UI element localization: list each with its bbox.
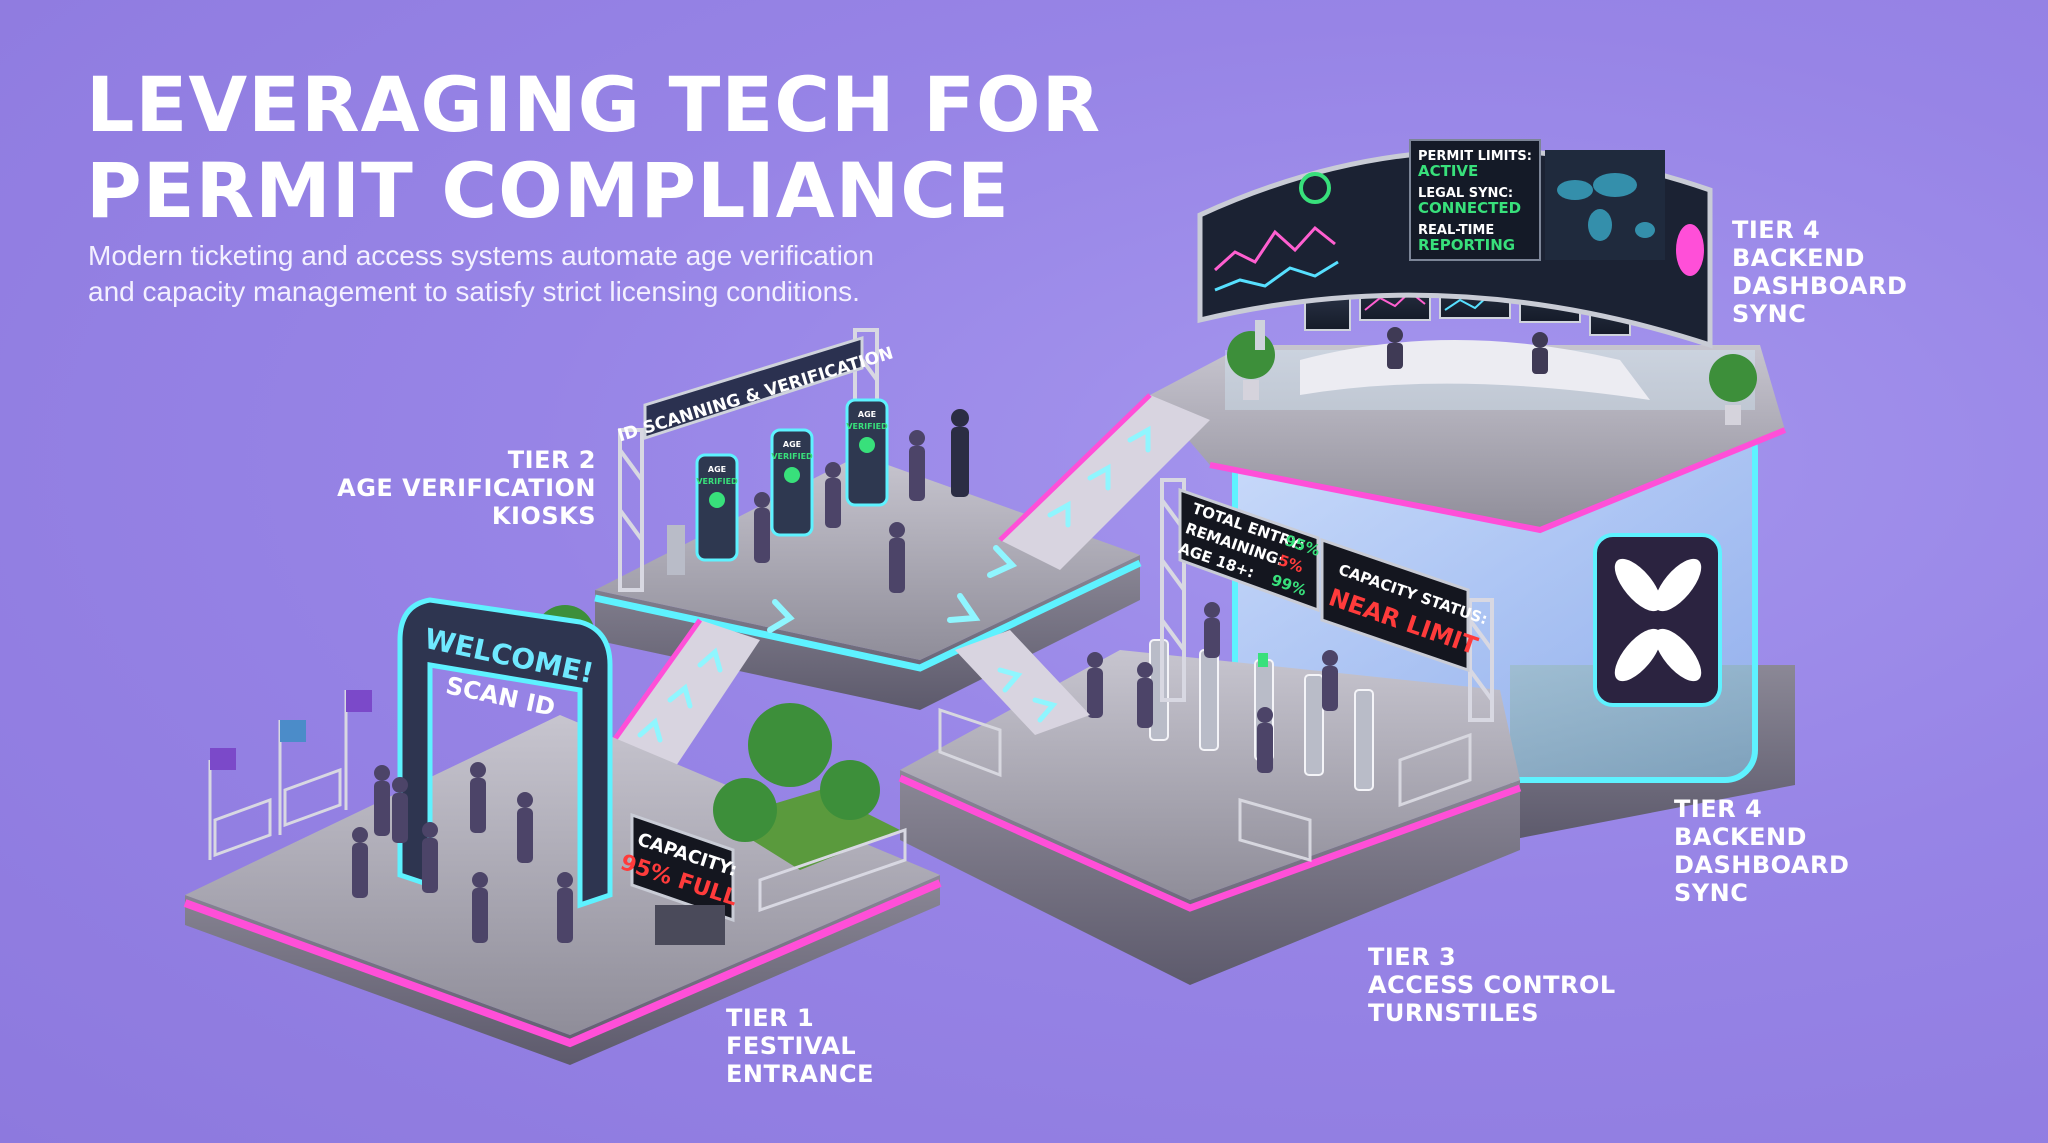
age-kiosk-3 — [845, 398, 889, 507]
dashboard-chart-line — [1213, 225, 1336, 272]
tier2-label: TIER 2 AGE VERIFICATION KIOSKS — [337, 446, 596, 530]
age-kiosk-1 — [695, 453, 739, 562]
tier4-side-line-2: BACKEND — [1674, 823, 1807, 851]
tier4-building — [1150, 139, 1795, 840]
dashboard-status-text: PERMIT LIMITS: ACTIVE LEGAL SYNC: CONNEC… — [1418, 149, 1532, 254]
stats-board-text: TOTAL ENTRY: REMAINING: AGE 18+: 95% 5% … — [1176, 499, 1322, 599]
page-subtitle: Modern ticketing and access systems auto… — [88, 238, 988, 310]
kiosk-3-label-age: AGE — [858, 410, 876, 419]
tier3-label-line-2: ACCESS CONTROL — [1368, 971, 1616, 999]
tier1-label-line-3: ENTRANCE — [726, 1060, 874, 1088]
tier4-top-line-3: DASHBOARD — [1732, 272, 1908, 300]
tier4-label-top: TIER 4 BACKEND DASHBOARD SYNC — [1732, 216, 1907, 328]
page-title-line-2: PERMIT COMPLIANCE — [86, 146, 1010, 235]
kiosk-3-label-verified: VERIFIED — [846, 422, 888, 431]
stats-board — [1178, 487, 1320, 613]
tier4-side-line-3: DASHBOARD — [1674, 851, 1850, 879]
page-subtitle-line-2: and capacity management to satisfy stric… — [88, 276, 860, 307]
capacity-sign-left — [630, 812, 735, 945]
tier3-label-line-3: TURNSTILES — [1368, 999, 1539, 1027]
tier4-top-line-2: BACKEND — [1732, 244, 1865, 272]
tier1-label-line-1: TIER 1 — [726, 1004, 815, 1032]
deck-plant-right — [1709, 354, 1757, 425]
operator-figures — [1387, 327, 1548, 374]
tier3-neon-edge — [898, 774, 1522, 912]
tier3-crowd — [1087, 602, 1338, 773]
dashboard-gauge — [1299, 172, 1331, 204]
tier2-top — [595, 455, 1140, 660]
page-title-line-1: LEVERAGING TECH FOR — [86, 60, 1102, 149]
tier4-side-line-1: TIER 4 — [1674, 795, 1763, 823]
permit-limits-label: PERMIT LIMITS: — [1418, 149, 1532, 164]
tier1-platform — [183, 597, 942, 1065]
kiosk-1-label-age: AGE — [708, 465, 726, 474]
real-time-label: REAL-TIME — [1418, 223, 1494, 238]
ramp-tier2-to-tier3 — [955, 630, 1090, 735]
tier3-railings — [938, 707, 1472, 862]
tier2-label-line-2: AGE VERIFICATION — [337, 474, 596, 502]
welcome-arch — [397, 597, 613, 909]
tier4-logo-icon — [1614, 558, 1702, 682]
dashboard-world-map — [1545, 150, 1665, 260]
dashboard-pie-chart — [1676, 224, 1704, 276]
ramp-tier2-to-tier4 — [998, 393, 1210, 570]
tier1-label: TIER 1 FESTIVAL ENTRANCE — [726, 1004, 874, 1088]
tier2-label-line-1: TIER 2 — [507, 446, 596, 474]
tier4-top-line-1: TIER 4 — [1732, 216, 1821, 244]
tier3-label: TIER 3 ACCESS CONTROL TURNSTILES — [1368, 943, 1616, 1027]
small-scanner-post — [667, 525, 685, 575]
page-title: LEVERAGING TECH FOR PERMIT COMPLIANCE — [86, 62, 1101, 234]
kiosk-labels: AGE VERIFIED AGE VERIFIED AGE VERIFIED — [696, 410, 888, 486]
tier1-neon-edge — [183, 879, 942, 1048]
kiosk-2-label-age: AGE — [783, 440, 801, 449]
tier1-crowd — [352, 762, 573, 943]
tier1-barricades — [213, 767, 907, 913]
tier2-people — [754, 409, 969, 593]
kiosk-2-label-verified: VERIFIED — [771, 452, 813, 461]
map-landmasses — [1557, 173, 1655, 241]
ramp-tier1-to-tier2 — [597, 618, 760, 790]
tier2-path-arrows — [767, 545, 1018, 633]
tier4-side-line-4: SYNC — [1674, 879, 1749, 907]
page-subtitle-line-1: Modern ticketing and access systems auto… — [88, 240, 874, 271]
tier3-side — [900, 770, 1520, 985]
festival-flags — [208, 690, 372, 860]
capacity-status-board — [1320, 537, 1470, 673]
tier2-label-line-3: KIOSKS — [491, 502, 596, 530]
dashboard-chart-line-2 — [1214, 260, 1339, 292]
tier4-logo-panel — [1593, 533, 1722, 707]
real-time-value: REPORTING — [1418, 236, 1515, 254]
tier4-deck-neon — [1209, 427, 1787, 534]
permit-limits-value: ACTIVE — [1418, 162, 1478, 180]
legal-sync-label: LEGAL SYNC: — [1418, 186, 1513, 201]
tier1-label-line-2: FESTIVAL — [726, 1032, 857, 1060]
kiosk-1-label-verified: VERIFIED — [696, 477, 738, 486]
tier4-top-line-4: SYNC — [1732, 300, 1807, 328]
age-kiosk-2 — [770, 428, 814, 537]
tier3-label-line-1: TIER 3 — [1368, 943, 1457, 971]
id-scanning-banner — [643, 335, 864, 441]
dashboard-status-panel — [1409, 139, 1541, 261]
tier1-side — [185, 875, 940, 1065]
legal-sync-value: CONNECTED — [1418, 199, 1521, 217]
tier4-label-side: TIER 4 BACKEND DASHBOARD SYNC — [1674, 795, 1849, 907]
